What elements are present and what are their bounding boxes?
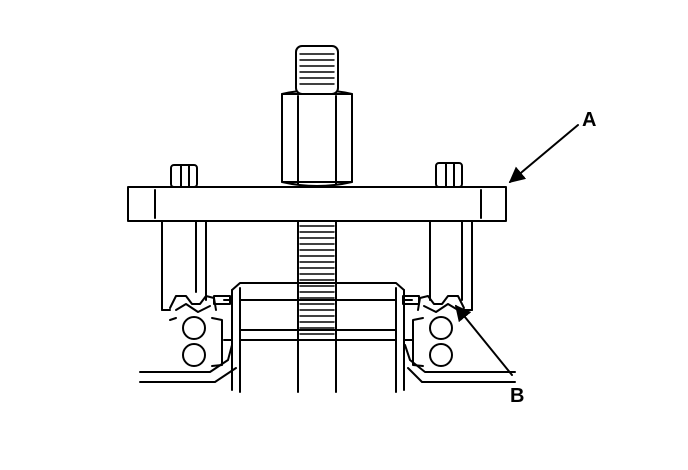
left-bearing [169,316,223,367]
leader-line-a [508,124,579,184]
left-seal [169,295,231,313]
right-bearing [412,316,453,367]
leg-bolt-right [435,162,463,188]
housing [139,344,516,383]
screw-top [295,45,339,95]
leg-bolt-left [170,164,198,188]
center-hex-nut [281,89,353,187]
callout-label-a: A [582,109,596,131]
inner-sleeve [223,282,413,393]
right-seal [402,295,465,313]
leader-line-b [454,304,513,376]
callout-label-b: B [510,385,524,407]
center-screw [297,220,337,393]
puller-crossbar [127,186,507,222]
